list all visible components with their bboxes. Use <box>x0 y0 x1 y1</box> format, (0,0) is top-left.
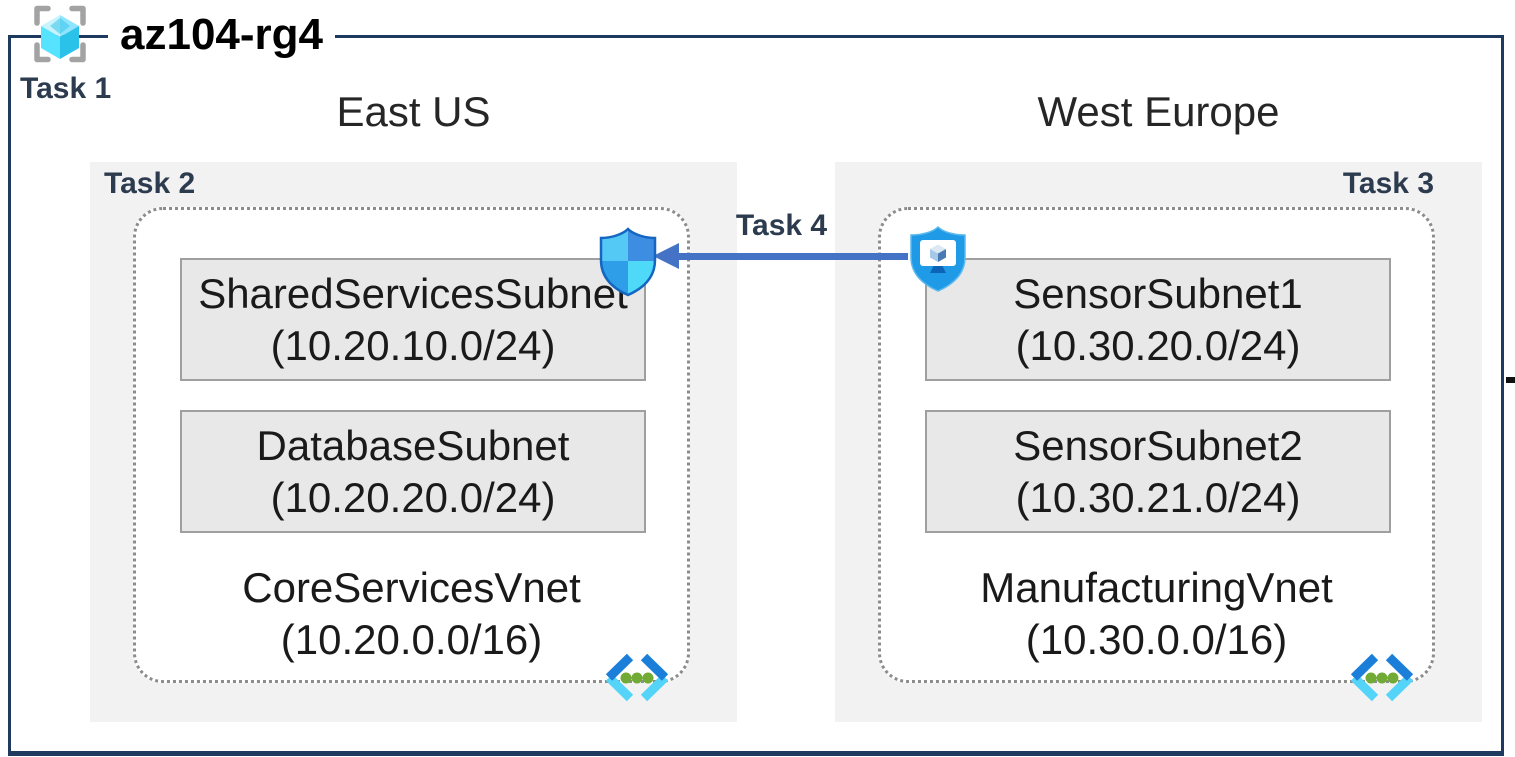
subnet-cidr: (10.20.20.0/24) <box>270 474 556 521</box>
vnet-box-coreservices: SharedServicesSubnet (10.20.10.0/24) Dat… <box>133 207 690 702</box>
subnet-database: DatabaseSubnet (10.20.20.0/24) <box>180 410 646 533</box>
subnet-name: SharedServicesSubnet <box>198 270 628 317</box>
subnet-cidr: (10.30.20.0/24) <box>1015 322 1301 369</box>
task3-label: Task 3 <box>1342 167 1434 200</box>
subnet-cidr: (10.30.21.0/24) <box>1015 474 1301 521</box>
network-security-group-icon <box>597 227 659 297</box>
region-heading-east-us: East US <box>336 88 491 135</box>
subnet-cidr: (10.20.10.0/24) <box>270 322 556 369</box>
vnet-cidr: (10.30.0.0/16) <box>1025 616 1288 663</box>
vnet-label-coreservices: CoreServicesVnet (10.20.0.0/16) <box>136 562 687 666</box>
vnet-label-manufacturing: ManufacturingVnet (10.30.0.0/16) <box>881 562 1432 666</box>
resource-group-boundary <box>8 35 1504 756</box>
peering-arrow <box>676 253 908 260</box>
subnet-name: SensorSubnet1 <box>1013 270 1303 317</box>
virtual-network-icon <box>600 651 674 705</box>
vnet-name: CoreServicesVnet <box>242 564 581 611</box>
subnet-sensor2: SensorSubnet2 (10.30.21.0/24) <box>925 410 1391 533</box>
region-heading-west-europe: West Europe <box>1037 88 1280 135</box>
vnet-name: ManufacturingVnet <box>980 564 1333 611</box>
task4-label: Task 4 <box>735 209 828 242</box>
vnet-box-manufacturing: SensorSubnet1 (10.30.20.0/24) SensorSubn… <box>878 207 1435 702</box>
task1-label: Task 1 <box>20 72 112 105</box>
resource-group-icon <box>26 5 94 63</box>
task2-label: Task 2 <box>104 167 196 200</box>
subnet-name: SensorSubnet2 <box>1013 422 1303 469</box>
vnet-cidr: (10.20.0.0/16) <box>280 616 543 663</box>
shielded-vm-icon <box>907 225 969 293</box>
subnet-sharedservices: SharedServicesSubnet (10.20.10.0/24) <box>180 258 646 381</box>
virtual-network-icon <box>1345 651 1419 705</box>
resource-group-title: az104-rg4 <box>108 9 336 61</box>
edge-dash <box>1506 377 1515 383</box>
subnet-sensor1: SensorSubnet1 (10.30.20.0/24) <box>925 258 1391 381</box>
subnet-name: DatabaseSubnet <box>256 422 570 469</box>
peering-arrow-head <box>653 243 679 269</box>
